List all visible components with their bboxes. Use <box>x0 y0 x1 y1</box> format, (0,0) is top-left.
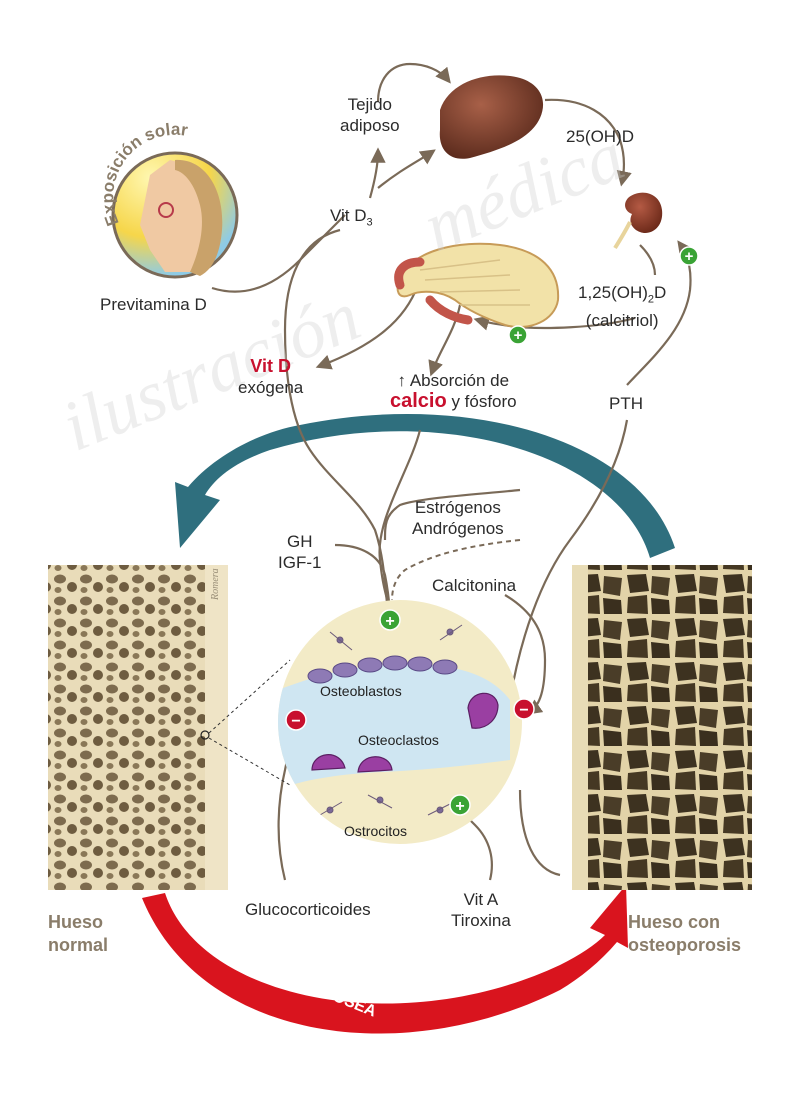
exogenous-vit-d-label: Vit D exógena <box>238 356 304 397</box>
pth-label: PTH <box>609 394 643 413</box>
calcitriol-label: 1,25(OH)2D (calcitriol) <box>578 283 667 331</box>
osteocytes-label: Ostrocitos <box>344 823 408 839</box>
bone-remodeling-unit <box>278 600 522 844</box>
normal-bone-caption: Hueso normal <box>48 912 109 955</box>
adipose-tissue-label: Tejido adiposo <box>340 95 400 135</box>
plus-sign: + <box>379 609 401 631</box>
vit-d3-label: Vit D3 <box>330 206 373 229</box>
osteoporosis-bone-illustration <box>572 565 752 890</box>
intestine-illustration <box>394 242 560 328</box>
vit-a-thyroxine-label: Vit A Tiroxina <box>451 890 511 930</box>
bone-resorption-arrow <box>142 885 628 1034</box>
svg-text:−: − <box>519 702 528 719</box>
svg-text:+: + <box>385 613 394 630</box>
glucocorticoids-label: Glucocorticoides <box>245 900 371 919</box>
dashed-connector <box>391 539 521 601</box>
plus-sign: + <box>679 246 699 266</box>
plus-sign: + <box>449 794 471 816</box>
liver-illustration <box>439 75 544 159</box>
calcitonin-label: Calcitonina <box>432 576 517 595</box>
artist-signature: Romera <box>210 568 221 601</box>
gh-igf1-label: GH IGF-1 <box>278 532 322 572</box>
sex-hormones-label: Estrógenos Andrógenos <box>412 498 504 538</box>
svg-text:+: + <box>455 798 464 815</box>
svg-text:+: + <box>685 248 694 265</box>
pathway-arrows <box>211 62 693 881</box>
plus-sign: + <box>508 325 528 345</box>
absorption-label: ↑ Absorción de calcio y fósforo <box>390 371 517 412</box>
svg-text:−: − <box>291 713 300 730</box>
previtamin-d-label: Previtamina D <box>100 295 207 314</box>
minus-sign: − <box>285 709 307 731</box>
svg-text:+: + <box>514 327 523 344</box>
osteoblasts-label: Osteoblastos <box>320 683 402 699</box>
minus-sign: − <box>513 698 535 720</box>
bone-formation-arrow <box>175 413 675 558</box>
osteoporosis-bone-caption: Hueso con osteoporosis <box>628 912 742 955</box>
kidney-illustration <box>613 192 663 250</box>
hydroxy-vitd-label: 25(OH)D <box>566 127 635 146</box>
sun-exposure-illustration <box>111 151 239 279</box>
normal-bone-illustration <box>48 565 228 890</box>
osteoclasts-label: Osteoclastos <box>358 732 439 748</box>
